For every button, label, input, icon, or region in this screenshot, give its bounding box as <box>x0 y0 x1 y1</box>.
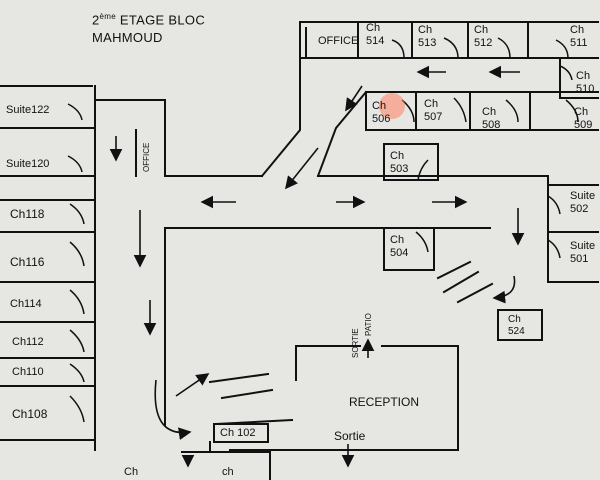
door-swing <box>547 195 561 215</box>
reception-entry-lines <box>181 372 294 480</box>
door-swing <box>67 155 83 173</box>
stairs <box>436 260 494 304</box>
reception-walls <box>229 345 459 451</box>
corridor-south-wall <box>164 227 491 426</box>
top-wing-room-row <box>299 21 599 59</box>
suite-120: Suite120 <box>6 158 50 170</box>
direction-arrow <box>285 147 319 190</box>
room-108: Ch108 <box>12 407 48 421</box>
room-524 <box>497 309 543 341</box>
west-wing-wall <box>0 85 96 451</box>
suite-122: Suite122 <box>6 104 50 116</box>
office-side-label: OFFICE <box>142 142 151 172</box>
reception-label: RECEPTION <box>349 395 420 409</box>
door-swing <box>67 103 83 121</box>
door-swing <box>505 99 519 123</box>
title-line1: ETAGE BLOC <box>119 12 206 28</box>
door-swing <box>565 99 579 123</box>
room-503 <box>383 143 439 181</box>
door-swing <box>497 37 511 59</box>
door-swing <box>69 203 85 225</box>
east-wall <box>547 175 599 283</box>
direction-arrow <box>345 85 363 112</box>
door-swing <box>559 65 573 81</box>
room-110: Ch110 <box>12 366 44 378</box>
east-rooms-510 <box>559 57 599 99</box>
sortie-patio-label-2: PATIO <box>364 313 373 336</box>
direction-arrow <box>492 275 516 304</box>
door-swing <box>69 395 85 423</box>
door-swing <box>443 37 459 59</box>
floor-number: 2 <box>92 12 100 28</box>
diagonal-corridor-walls <box>260 57 368 178</box>
door-swing <box>547 239 561 259</box>
door-swing <box>417 159 429 181</box>
door-swing <box>69 241 85 267</box>
room-114: Ch114 <box>10 298 42 310</box>
room-102: Ch 102 <box>220 427 256 439</box>
door-swing <box>391 39 405 59</box>
room-116: Ch116 <box>10 255 45 269</box>
room-112: Ch112 <box>12 336 44 348</box>
floor-suffix: ème <box>99 12 116 21</box>
west-corridor-wall <box>94 99 166 177</box>
door-swing <box>69 363 85 383</box>
door-swing <box>555 39 569 59</box>
office-top-label: OFFICE <box>318 35 359 47</box>
door-swing <box>69 289 85 315</box>
direction-arrow <box>154 379 192 440</box>
room-bottom-2: ch <box>222 466 234 478</box>
corridor-north-wall <box>164 175 549 186</box>
title-line2: MAHMOUD <box>92 30 163 46</box>
sortie-label: Sortie <box>334 429 366 443</box>
room-bottom-1: Ch <box>124 466 139 478</box>
mid-room-row <box>365 91 599 131</box>
direction-arrow <box>175 373 210 397</box>
sortie-patio-label-1: SORTIE <box>351 328 360 358</box>
plan-title: 2ème ETAGE BLOC MAHMOUD <box>92 8 205 47</box>
room-102 <box>213 423 269 443</box>
red-marker <box>379 93 405 119</box>
door-swing <box>69 329 85 353</box>
room-504 <box>383 227 435 271</box>
door-swing <box>415 231 429 253</box>
room-118: Ch118 <box>10 207 45 221</box>
door-swing <box>453 97 467 123</box>
